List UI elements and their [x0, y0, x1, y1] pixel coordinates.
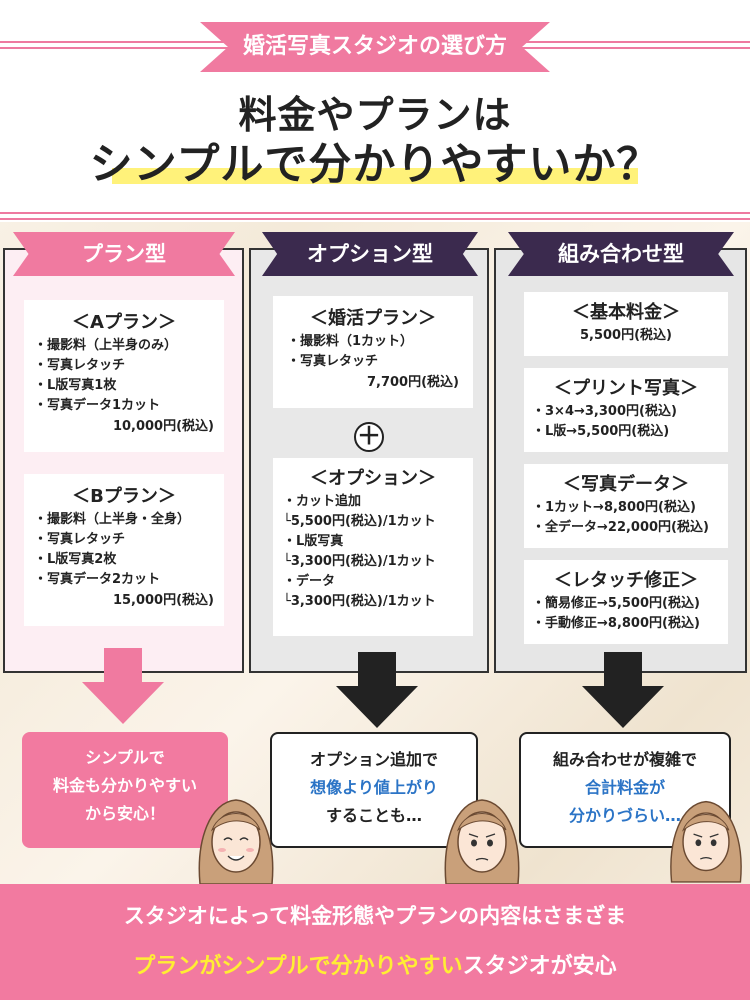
plan-a-card: ＜Aプラン＞ ・撮影料（上半身のみ） ・写真レタッチ ・L版写真1枚 ・写真デー… — [24, 300, 224, 452]
retouch-card: ＜レタッチ修正＞ ・簡易修正→5,500円(税込) ・手動修正→8,800円(税… — [524, 560, 728, 644]
card-line: ・写真レタッチ — [34, 358, 126, 373]
tab-combination-type: 組み合わせ型 — [508, 232, 734, 276]
plan-b-card: ＜Bプラン＞ ・撮影料（上半身・全身） ・写真レタッチ ・L版写真2枚 ・写真デ… — [24, 474, 224, 626]
card-line: ・全データ→22,000円(税込) — [532, 520, 709, 535]
worried-woman-illustration — [444, 799, 520, 884]
card-title: ＜オプション＞ — [310, 468, 436, 489]
footer-line1: スタジオによって料金形態やプランの内容はさまざま — [123, 904, 627, 928]
card-line: 5,500円(税込) — [579, 328, 672, 343]
card-line: ・簡易修正→5,500円(税込) — [532, 596, 700, 611]
tab-option-type: オプション型 — [262, 232, 478, 276]
header-stripe — [0, 212, 750, 214]
base-price-card: ＜基本料金＞ 5,500円(税込) — [524, 292, 728, 356]
card-line: └3,300円(税込)/1カット — [283, 594, 436, 609]
result-line: 組み合わせが複雑で — [552, 750, 697, 769]
print-photo-card: ＜プリント写真＞ ・3×4→3,300円(税込) ・L版→5,500円(税込) — [524, 368, 728, 452]
option-card: ＜オプション＞ ・カット追加 └5,500円(税込)/1カット ・L版写真 └3… — [273, 458, 473, 636]
card-line: ・L版写真1枚 — [34, 378, 117, 393]
result-line: オプション追加で — [309, 750, 438, 769]
card-line: ・写真データ1カット — [34, 398, 161, 413]
tab-plan-type: プラン型 — [13, 232, 235, 276]
down-arrow-icon — [82, 648, 164, 724]
card-price: 15,000円(税込) — [112, 593, 214, 608]
plus-icon: ＋ — [354, 422, 384, 452]
result-line: から安心！ — [84, 804, 165, 823]
header-ribbon-text: 婚活写真スタジオの選び方 — [242, 34, 507, 59]
card-title: ＜Bプラン＞ — [72, 486, 176, 507]
card-line: ・L版写真 — [283, 534, 344, 549]
page-title-line2: シンプルで分かりやすいか？ — [89, 140, 661, 190]
card-line: ・L版写真2枚 — [34, 552, 117, 567]
card-line: ・データ — [283, 574, 336, 589]
footer-banner — [0, 884, 750, 1000]
card-line: ・撮影料（上半身のみ） — [34, 338, 178, 353]
card-line: └3,300円(税込)/1カット — [283, 554, 436, 569]
footer-line2-rest: スタジオが安心 — [462, 954, 617, 979]
card-title: ＜Aプラン＞ — [72, 312, 176, 333]
card-price: 7,700円(税込) — [366, 375, 459, 390]
card-line: ・カット追加 — [283, 494, 362, 509]
card-line: ・1カット→8,800円(税込) — [532, 500, 696, 515]
result-line: 想像より値上がり — [310, 778, 438, 797]
footer-line2: プランがシンプルで分かりやすいスタジオが安心 — [0, 948, 750, 980]
result-line: 分かりづらい… — [568, 806, 681, 825]
card-line: ・写真レタッチ — [287, 354, 379, 369]
card-line: ・3×4→3,300円(税込) — [532, 404, 677, 419]
card-title: ＜プリント写真＞ — [554, 378, 698, 399]
card-price: 10,000円(税込) — [112, 419, 214, 434]
result-line: することも… — [325, 806, 422, 825]
down-arrow-icon — [336, 652, 418, 728]
result-simple: シンプルで 料金も分かりやすい から安心！ — [22, 732, 228, 848]
worried-woman-illustration — [670, 800, 742, 883]
result-line: 料金も分かりやすい — [52, 776, 197, 795]
card-line: └5,500円(税込)/1カット — [283, 514, 436, 529]
card-title: ＜写真データ＞ — [563, 474, 689, 495]
header-stripe — [0, 218, 750, 220]
result-option: オプション追加で 想像より値上がり することも… — [270, 732, 478, 848]
card-line: ・手動修正→8,800円(税込) — [532, 616, 700, 631]
result-line: 合計料金が — [584, 778, 665, 797]
page-title-line1: 料金やプランは — [238, 93, 512, 137]
card-line: ・撮影料（上半身・全身） — [34, 512, 191, 527]
smiling-woman-illustration — [198, 799, 274, 884]
header-ribbon — [200, 22, 550, 72]
card-title: ＜レタッチ修正＞ — [554, 570, 698, 591]
card-line: ・撮影料（1カット） — [287, 334, 414, 349]
title-highlight — [112, 168, 638, 184]
card-line: ・写真レタッチ — [34, 532, 126, 547]
card-title: ＜婚活プラン＞ — [310, 308, 436, 329]
card-line: ・L版→5,500円(税込) — [532, 424, 670, 439]
konkatsu-plan-card: ＜婚活プラン＞ ・撮影料（1カット） ・写真レタッチ 7,700円(税込) — [273, 296, 473, 408]
card-title: ＜基本料金＞ — [572, 302, 680, 323]
down-arrow-icon — [582, 652, 664, 728]
card-line: ・写真データ2カット — [34, 572, 161, 587]
result-line: シンプルで — [85, 748, 165, 767]
footer-highlight: プランがシンプルで分かりやすい — [133, 954, 463, 979]
photo-data-card: ＜写真データ＞ ・1カット→8,800円(税込) ・全データ→22,000円(税… — [524, 464, 728, 548]
